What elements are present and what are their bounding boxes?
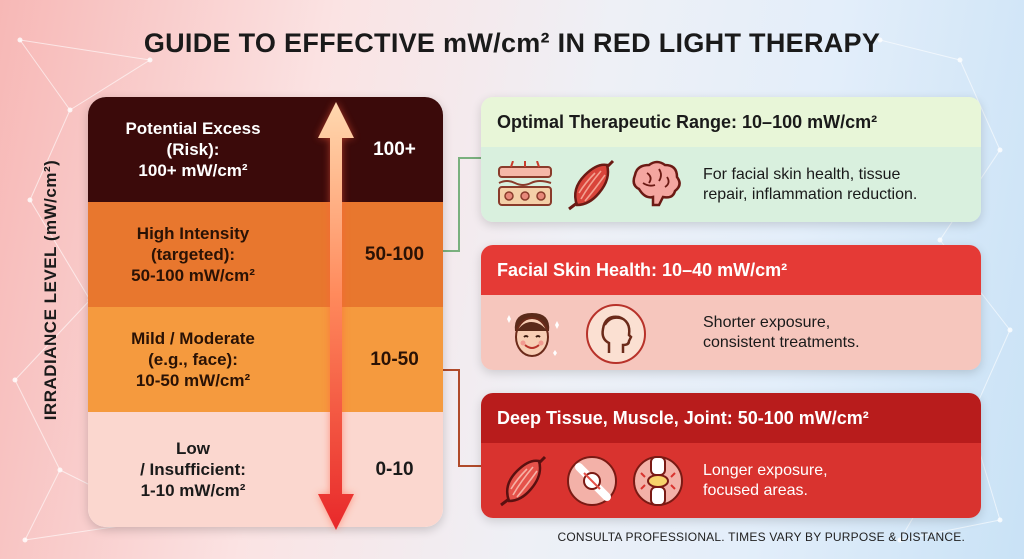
- card-title: Facial Skin Health: 10–40 mW/cm²: [481, 245, 981, 295]
- level-label: High Intensity (targeted): 50-100 mW/cm²: [131, 224, 255, 285]
- joint-icon: [567, 456, 617, 506]
- level-low: Low / Insufficient: 1-10 mW/cm² 0-10: [88, 412, 443, 527]
- double-arrow-icon: [318, 102, 354, 530]
- skin-layers-icon: [498, 161, 552, 206]
- level-value: 50-100: [364, 243, 425, 265]
- card-title: Optimal Therapeutic Range: 10–100 mW/cm²: [481, 97, 981, 147]
- knee-icon: [633, 456, 683, 506]
- card-deep-tissue: Deep Tissue, Muscle, Joint: 50-100 mW/cm…: [481, 393, 981, 518]
- smiling-face-icon: [507, 313, 559, 357]
- level-label: Potential Excess (Risk): 100+ mW/cm²: [125, 119, 261, 180]
- level-label: Low / Insufficient: 1-10 mW/cm²: [140, 439, 246, 500]
- head-profile-icon: [586, 304, 646, 364]
- footer-disclaimer: CONSULTA PROFESSIONAL. TIMES VARY BY PUR…: [557, 530, 965, 544]
- level-label: Mild / Moderate (e.g., face): 10-50 mW/c…: [131, 329, 255, 390]
- level-value: 0-10: [375, 458, 414, 480]
- level-high: High Intensity (targeted): 50-100 mW/cm²…: [88, 202, 443, 307]
- card-description: For facial skin health, tissue repair, i…: [703, 165, 918, 203]
- card-description: Shorter exposure, consistent treatments.: [703, 313, 860, 351]
- card-body: For facial skin health, tissue repair, i…: [481, 147, 981, 222]
- muscle-icon: [568, 159, 615, 211]
- card-title: Deep Tissue, Muscle, Joint: 50-100 mW/cm…: [481, 393, 981, 443]
- card-facial-skin: Facial Skin Health: 10–40 mW/cm² Shorter…: [481, 245, 981, 370]
- brain-icon: [632, 160, 681, 207]
- page-title: GUIDE TO EFFECTIVE mW/cm² IN RED LIGHT T…: [143, 28, 881, 58]
- muscle-icon: [500, 455, 547, 507]
- level-excess: Potential Excess (Risk): 100+ mW/cm² 100…: [88, 97, 443, 202]
- card-optimal-range: Optimal Therapeutic Range: 10–100 mW/cm²…: [481, 97, 981, 222]
- level-value: 100+: [373, 138, 416, 160]
- irradiance-scale: Potential Excess (Risk): 100+ mW/cm² 100…: [88, 97, 443, 527]
- level-value: 10-50: [370, 348, 419, 370]
- card-body: Longer exposure, focused areas.: [481, 443, 981, 518]
- card-description: Longer exposure, focused areas.: [703, 461, 828, 499]
- level-mild: Mild / Moderate (e.g., face): 10-50 mW/c…: [88, 307, 443, 412]
- card-body: Shorter exposure, consistent treatments.: [481, 295, 981, 370]
